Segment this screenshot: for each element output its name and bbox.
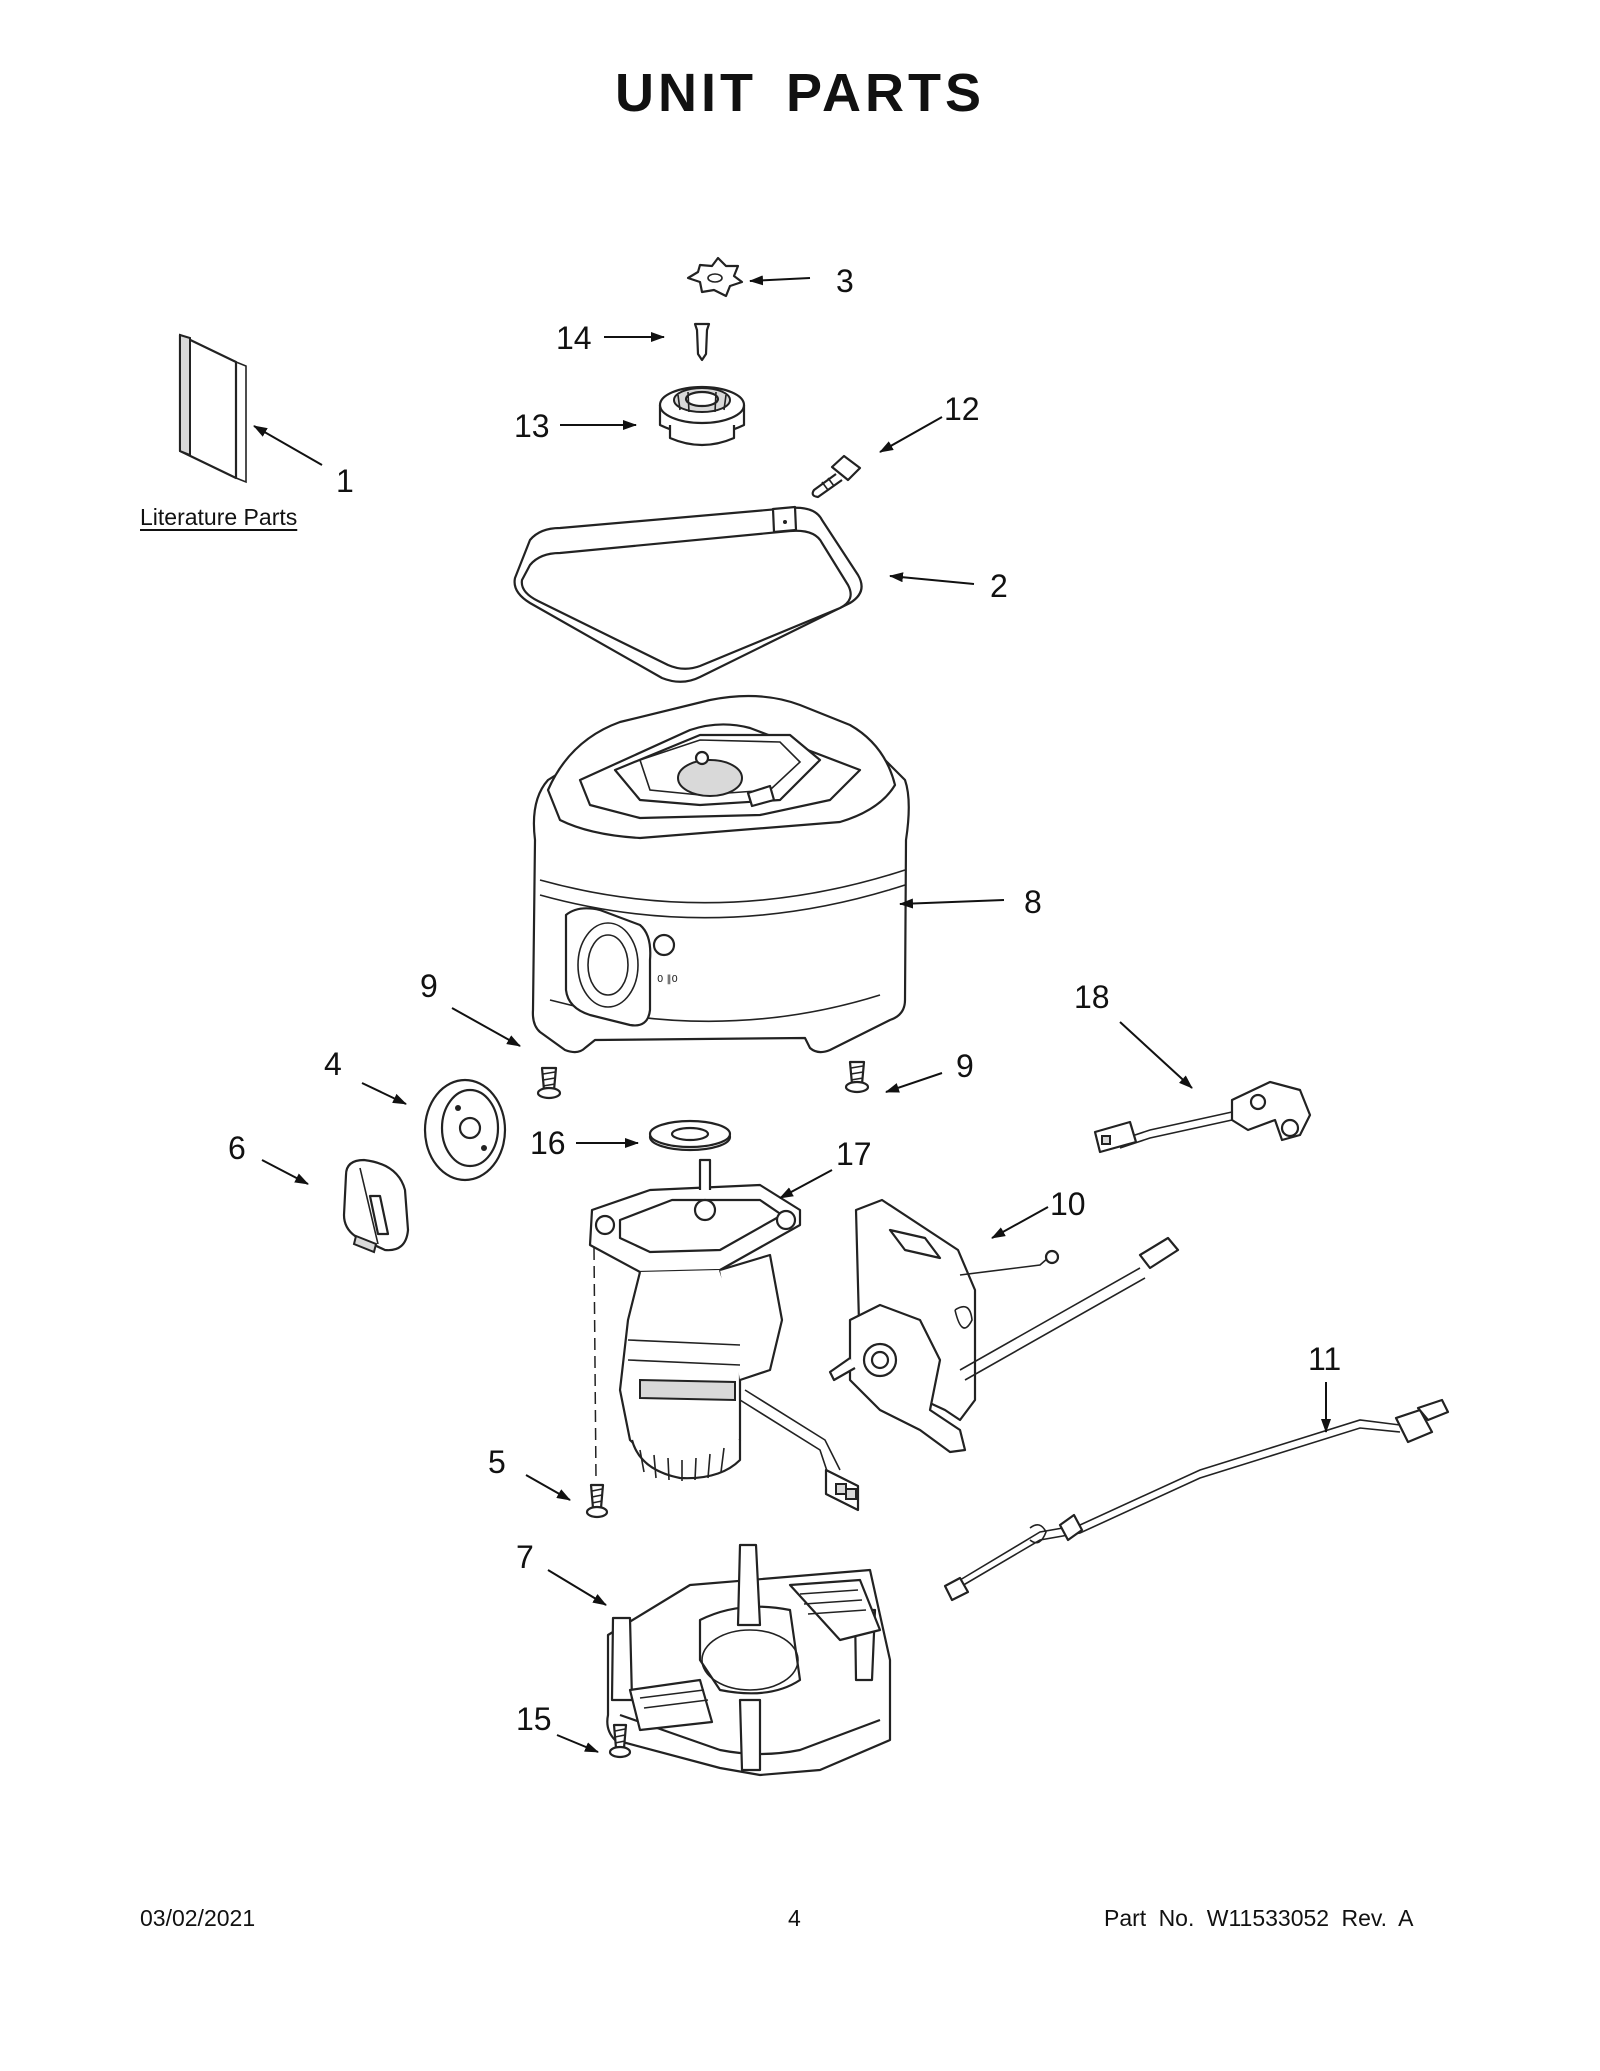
callout-11: 11: [1308, 1341, 1341, 1377]
callout-2: 2: [990, 568, 1008, 604]
callout-15: 15: [516, 1701, 552, 1737]
control-knob[interactable]: [342, 1158, 410, 1254]
drive-coupler[interactable]: [686, 256, 744, 298]
screw-9-left[interactable]: [536, 1066, 562, 1100]
screw-5[interactable]: [585, 1483, 609, 1519]
callout-14: 14: [556, 320, 592, 356]
callout-9-right: 9: [956, 1048, 974, 1084]
base[interactable]: [606, 1543, 892, 1777]
callout-8: 8: [1024, 884, 1042, 920]
power-cord[interactable]: [943, 1398, 1450, 1602]
callout-13: 13: [514, 408, 550, 444]
washer[interactable]: [648, 1119, 732, 1152]
footer-page-number: 4: [788, 1905, 801, 1931]
callout-10: 10: [1050, 1186, 1086, 1222]
main-housing[interactable]: 0 ‖0: [531, 694, 910, 1054]
trim-ring[interactable]: [513, 505, 863, 683]
literature-parts-label: Literature Parts: [140, 504, 298, 530]
motor-assembly[interactable]: [588, 1158, 860, 1512]
sensor-harness[interactable]: [1093, 1080, 1312, 1154]
screw-12[interactable]: [811, 454, 862, 499]
leader-arrows: [253, 275, 1331, 1753]
control-board[interactable]: [828, 1198, 1180, 1454]
callout-9-left: 9: [420, 968, 438, 1004]
footer-part-number: Part No. W11533052 Rev. A: [1104, 1905, 1414, 1931]
svg-text:0 ‖0: 0 ‖0: [657, 974, 678, 985]
callout-1: 1: [336, 463, 354, 499]
screw-9-right[interactable]: [844, 1060, 870, 1094]
callout-4: 4: [324, 1046, 342, 1082]
callout-3: 3: [836, 263, 854, 299]
callout-numbers: 3 14 13 12 1 2 8 9 9 18 4 6 16 17 10 11 …: [228, 263, 1341, 1737]
literature-booklet[interactable]: [178, 333, 247, 484]
callout-5: 5: [488, 1444, 506, 1480]
callout-16: 16: [530, 1125, 566, 1161]
callout-18: 18: [1074, 979, 1110, 1015]
callout-7: 7: [516, 1539, 534, 1575]
dial-ring[interactable]: [423, 1078, 507, 1182]
coupler-housing[interactable]: [658, 385, 746, 447]
callout-6: 6: [228, 1130, 246, 1166]
page-title: UNIT PARTS: [615, 63, 985, 123]
callout-17: 17: [836, 1136, 872, 1172]
pin[interactable]: [693, 322, 711, 362]
footer-date: 03/02/2021: [140, 1905, 256, 1931]
screw-15[interactable]: [608, 1723, 632, 1759]
callout-12: 12: [944, 391, 980, 427]
